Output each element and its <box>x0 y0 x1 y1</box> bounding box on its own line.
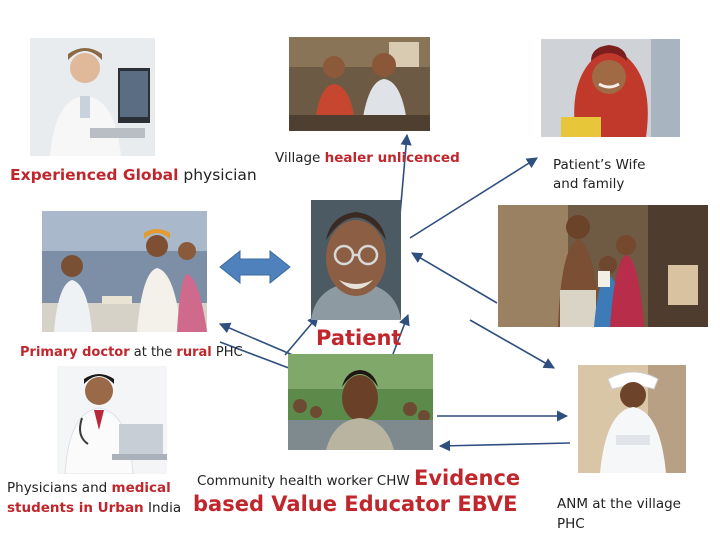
primary-doctor-photo <box>42 211 207 332</box>
global-physician-label: Experienced Global physician <box>10 166 257 184</box>
primary-doctor-label: Primary doctor at the rural PHC <box>20 345 243 360</box>
village-healer-highlight: healer unlicenced <box>324 150 460 166</box>
urban-physician-photo <box>57 366 167 474</box>
arrow-to-wife <box>409 157 538 239</box>
chw-ebve: based Value Educator EBVE <box>193 492 518 516</box>
urban-physicians-india: India <box>143 500 182 516</box>
anm-line2: PHC <box>557 516 585 532</box>
village-healer-plain: Village <box>275 150 325 166</box>
village-healer-photo <box>289 37 430 131</box>
village-healer-label: Village healer unlicenced <box>275 150 460 166</box>
urban-physicians-students: students in Urban <box>7 500 144 516</box>
urban-physicians-plain: Physicians and <box>7 480 112 496</box>
arrow-anm-to-chw <box>438 440 571 452</box>
chw-label: Community health worker CHW Evidence bas… <box>193 466 521 516</box>
double-arrow <box>219 249 291 285</box>
patient-wife-line2: and family <box>553 176 625 192</box>
chw-evidence: Evidence <box>414 466 521 490</box>
patient-photo <box>311 200 401 320</box>
arrow-to-anm <box>469 319 555 369</box>
anm-photo <box>578 365 686 473</box>
global-physician-photo <box>30 38 155 156</box>
global-physician-highlight: Experienced Global <box>10 166 179 184</box>
arrow-chw-to-patient <box>392 313 410 355</box>
anm-line1: ANM at the village <box>557 496 681 512</box>
urban-physicians-medical: medical <box>111 480 171 496</box>
chw-plain: Community health worker CHW <box>197 473 415 489</box>
patient-wife-photo <box>541 39 680 137</box>
arrow-to-healer <box>399 133 412 216</box>
primary-doctor-plain2: PHC <box>211 345 243 360</box>
arrow-chw-to-primary <box>218 322 296 357</box>
primary-doctor-rural: rural <box>176 345 212 360</box>
urban-physicians-label: Physicians and medical students in Urban… <box>7 478 181 518</box>
primary-doctor-highlight: Primary doctor <box>20 345 130 360</box>
global-physician-rest: physician <box>178 166 257 184</box>
chw-photo <box>288 354 433 450</box>
arrow-from-family <box>411 252 498 304</box>
anm-label: ANM at the village PHC <box>557 494 681 534</box>
patient-wife-label: Patient’s Wife and family <box>553 156 645 194</box>
family-photo <box>498 205 708 327</box>
patient-wife-line1: Patient’s Wife <box>553 157 646 173</box>
primary-doctor-plain1: at the <box>129 345 177 360</box>
patient-label: Patient <box>316 326 402 350</box>
arrow-chw-up <box>284 315 319 356</box>
